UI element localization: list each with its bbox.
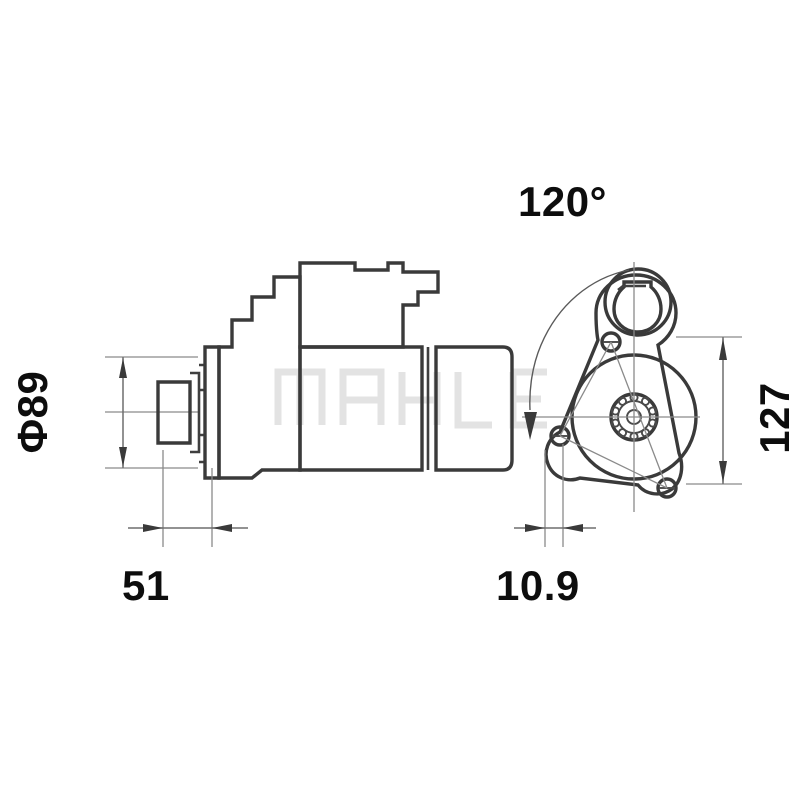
phi89-arrow-bottom [119,447,127,467]
solenoid-circle-front [603,267,673,337]
dim127-arrow-bottom [719,461,727,483]
mounting-flange-plate [203,345,221,480]
pinion-tooth [617,428,628,438]
motor-yoke-body [298,345,424,472]
dim127-arrow-top [719,338,727,360]
pinion-tooth [640,396,651,406]
height-dimension-group: 127 [676,336,798,485]
pinion-shaft-stub [156,380,192,445]
bolt-circle-chord-2 [610,341,668,489]
solenoid-inner-cap [612,280,663,334]
angle-dimension-group: 120° [518,178,630,440]
angle-arrow [524,412,537,440]
dim51-arrow-left [143,524,163,532]
shaft-collar [190,371,201,454]
bolt-circle-chord-3 [559,341,612,437]
pinion-tooth [648,406,658,416]
mounting-hole-left [549,425,571,447]
phi89-label: Φ89 [9,371,56,454]
pinion-tooth [617,396,628,406]
commutator-end-cap [434,345,514,472]
side-view-group [105,261,514,480]
mounting-hole-lower [656,477,678,499]
drive-end-flange-outline [544,273,684,496]
mounting-hole-upper [600,331,622,353]
dim109-arrow-right [563,524,583,532]
flange-thickness-dimension-group: 10.9 [496,444,596,609]
nose-length-dimension-group: 51 [122,450,248,609]
phi89-arrow-top [119,358,127,378]
diameter-dimension-group: Φ89 [9,356,198,469]
front-view-group [522,262,700,512]
dim109-arrow-left [525,524,545,532]
pinion-tooth [610,418,620,428]
pinion-tooth [610,406,620,416]
dim127-label: 127 [751,382,798,454]
dim51-arrow-right [212,524,232,532]
dim51-label: 51 [122,562,170,609]
solenoid-terminal-detail [617,284,646,292]
mahle-watermark [274,368,547,429]
pinion-tooth [640,428,651,438]
drive-end-housing [217,275,302,480]
angle-label: 120° [518,178,607,225]
angle-arc [529,269,630,411]
pinion-tooth [648,418,658,428]
dim109-label: 10.9 [496,562,580,609]
bolt-circle-chord-1 [559,435,668,489]
solenoid-assembly [298,261,440,349]
